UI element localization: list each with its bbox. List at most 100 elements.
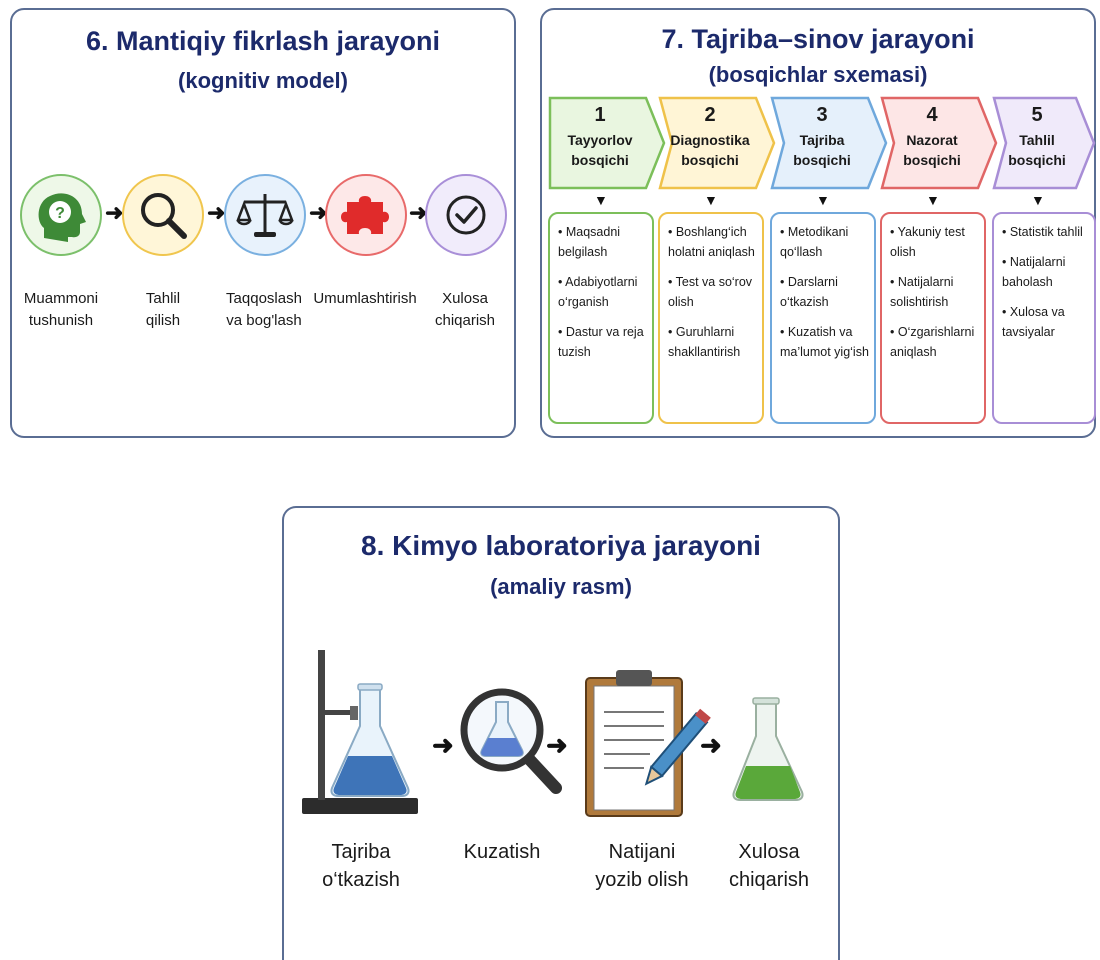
stage-task-line: holatni aniqlash (668, 245, 755, 259)
stage-task-line: belgilash (558, 245, 608, 259)
stage-task-line: • Test va so‘rov (668, 275, 753, 289)
stage-name: Tayyorlov bosqichi (548, 130, 652, 170)
stage-task-item: • Yakuniy test olish (890, 222, 980, 262)
stage-task-line: tuzish (558, 345, 591, 359)
stage-number: 2 (704, 104, 716, 126)
step-label-line: Muammoni (23, 290, 99, 307)
lab-step-label: Xulosa chiqarish (694, 838, 844, 894)
stage-chevron-shape (992, 96, 1096, 190)
stage-name-line: bosqichi (571, 152, 629, 168)
step-label-line: Xulosa (442, 290, 488, 307)
step-circle-generalize (325, 174, 407, 256)
step-label-line: Tahlil (145, 290, 181, 307)
panel-logical-thinking: 6. Mantiqiy fikrlash jarayoni (kognitiv … (10, 8, 516, 438)
stage-task-line: olish (890, 245, 916, 259)
step-label-line: va bog'lash (226, 312, 302, 329)
step-label: Muammoni tushunish (6, 288, 116, 332)
stage-name-line: bosqichi (903, 152, 961, 168)
stage-task-line: • Xulosa va (1002, 305, 1065, 319)
stage-task-line: • Boshlang‘ich (668, 225, 747, 239)
stage-task-box-2: • Boshlang‘ich holatni aniqlash • Test va … (658, 212, 764, 424)
panel7-subtitle: (bosqichlar sxemasi) (708, 62, 928, 87)
stage-number: 1 (594, 104, 606, 126)
stage-name-line: bosqichi (793, 152, 851, 168)
step-label-line: tushunish (28, 312, 94, 329)
step-label-line: Umumlashtirish (313, 290, 417, 307)
stage-name-line: Tajriba (799, 132, 845, 148)
panel6-title: 6. Mantiqiy fikrlash jarayoni (85, 26, 441, 56)
stage-name-line: Diagnostika (670, 132, 750, 148)
green-flask-icon (732, 697, 804, 801)
arrow-right-icon: ➜ (432, 730, 454, 760)
stage-chevron-shape (548, 96, 666, 190)
scales-icon (236, 194, 294, 237)
check-icon (446, 195, 486, 235)
arrow-right-icon: ➜ (207, 200, 226, 225)
arrow-down-icon: ▼ (704, 192, 718, 208)
arrow-down-icon: ▼ (926, 192, 940, 208)
lab-step-label: Tajriba o‘tkazish (286, 838, 436, 894)
magnifier-flask-icon (460, 688, 562, 794)
stage-number: 5 (1031, 104, 1043, 126)
stage-name-line: Nazorat (906, 132, 958, 148)
arrow-right-icon: ➜ (309, 200, 328, 225)
stage-task-line: ma’lumot yig‘ish (780, 345, 869, 359)
stage-task-line: • Natijalarni (890, 275, 954, 289)
stage-name-line: Tayyorlov (567, 132, 633, 148)
panel6-subtitle: (kognitiv model) (178, 68, 348, 93)
lab-step-label: Natijani yozib olish (567, 838, 717, 894)
stage-task-item: • Boshlang‘ich holatni aniqlash (668, 222, 758, 262)
panel7-title: 7. Tajriba–sinov jarayoni (661, 24, 975, 54)
stage-task-line: • Maqsadni (558, 225, 621, 239)
stage-task-line: • O‘zgarishlarni (890, 325, 975, 339)
stage-task-line: qo‘llash (780, 245, 823, 259)
stage-task-item: • Dastur va reja tuzish (558, 322, 648, 362)
stage-name-line: bosqichi (1008, 152, 1066, 168)
stage-task-line: • Darslarni (780, 275, 838, 289)
step-label: Tahlil qilish (108, 288, 218, 332)
lab-step-label-line: yozib olish (595, 869, 689, 891)
step-label: Taqqoslash va bog'lash (209, 288, 319, 332)
stage-task-line: • Kuzatish va (780, 325, 853, 339)
stage-task-item: • Metodikani qo‘llash (780, 222, 870, 262)
stage-name: Nazorat bosqichi (880, 130, 984, 170)
magnifier-icon (141, 193, 187, 239)
stage-task-line: o‘tkazish (780, 295, 829, 309)
step-label-line: qilish (145, 312, 181, 329)
clipboard-pen-icon (585, 670, 711, 817)
stage-task-line: • Dastur va reja (558, 325, 644, 339)
stage-chevron-shape (658, 96, 776, 190)
step-label: Umumlashtirish (310, 288, 420, 310)
step-label: Xulosa chiqarish (410, 288, 520, 332)
panel8-subtitle: (amaliy rasm) (490, 574, 632, 599)
stage-name: Tajriba bosqichi (770, 130, 874, 170)
step-label-line: Taqqoslash (226, 290, 302, 307)
step-circle-analysis (122, 174, 204, 256)
lab-step-label-line: chiqarish (728, 869, 810, 891)
arrow-right-icon: ➜ (700, 730, 722, 760)
arrow-right-icon: ➜ (409, 200, 428, 225)
stage-task-line: • Metodikani (780, 225, 849, 239)
stage-task-box-3: • Metodikani qo‘llash • Darslarni o‘tkazish… (770, 212, 876, 424)
stage-name-line: bosqichi (681, 152, 739, 168)
stage-name-line: Tahlil (1019, 132, 1055, 148)
stage-number: 3 (816, 104, 828, 126)
stage-task-line: shakllantirish (668, 345, 741, 359)
puzzle-icon (341, 196, 389, 234)
arrow-down-icon: ▼ (816, 192, 830, 208)
flask-stand-icon (302, 650, 418, 814)
stage-chevron-shape (770, 96, 888, 190)
panel-experiment-process: 7. Tajriba–sinov jarayoni (bosqichlar sx… (540, 8, 1096, 438)
stage-task-line: o‘rganish (558, 295, 609, 309)
stage-task-line: • Yakuniy test (890, 225, 965, 239)
